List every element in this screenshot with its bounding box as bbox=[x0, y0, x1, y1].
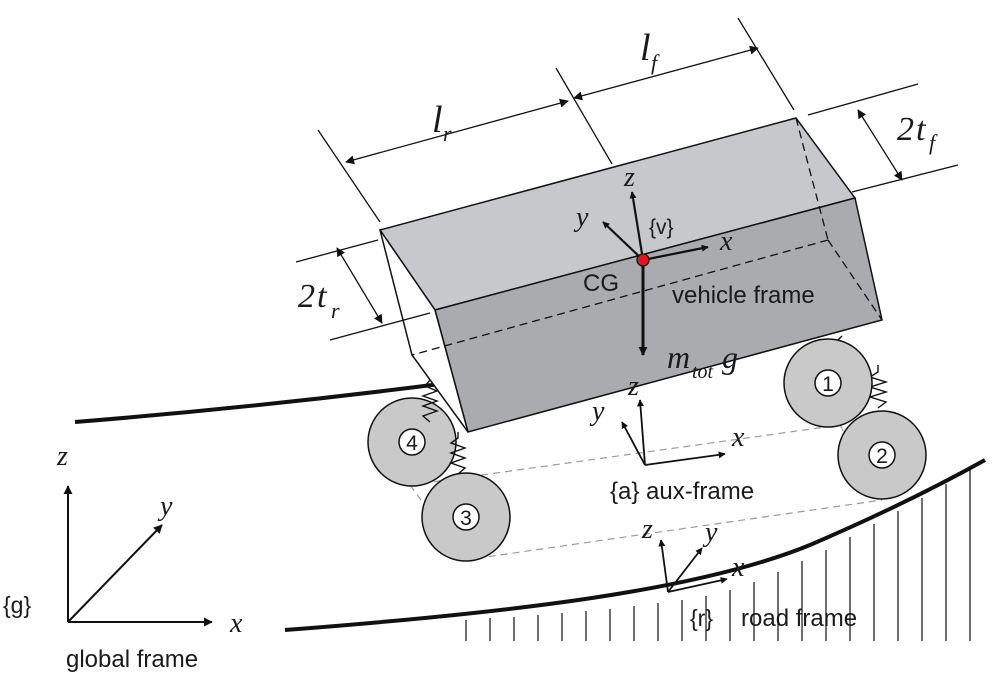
road-upper-curve bbox=[74, 382, 441, 424]
g-axis-z-label: z bbox=[56, 441, 68, 472]
wheel-2: 2 bbox=[837, 410, 927, 500]
vehicle-body bbox=[378, 117, 883, 433]
vehicle-body-side bbox=[379, 229, 469, 433]
svg-text:tot: tot bbox=[692, 361, 714, 383]
wheel-1-label: 1 bbox=[822, 373, 834, 396]
v-axis-x-label: x bbox=[719, 226, 733, 257]
svg-text:r: r bbox=[331, 298, 340, 323]
spring-rear-3 bbox=[448, 432, 468, 475]
a-axis-z-label: z bbox=[627, 371, 639, 402]
road-lower-curve bbox=[284, 458, 986, 632]
cg-point bbox=[636, 253, 650, 267]
cg-label: CG bbox=[583, 270, 619, 297]
svg-text:t: t bbox=[916, 111, 927, 148]
wheel-2-label: 2 bbox=[876, 445, 888, 468]
global-frame-tag: {g} bbox=[3, 592, 31, 618]
svg-text:m: m bbox=[667, 339, 690, 375]
global-frame-axes bbox=[63, 485, 213, 627]
road-frame-label: road frame bbox=[741, 605, 857, 632]
r-axis-z-label: z bbox=[641, 514, 653, 545]
dimension-lr-lf bbox=[317, 17, 795, 223]
svg-text:2: 2 bbox=[298, 278, 315, 315]
spring-rear-4 bbox=[420, 379, 440, 423]
dimension-tf bbox=[807, 83, 959, 193]
v-axis-z-label: z bbox=[623, 162, 635, 193]
svg-text:f: f bbox=[651, 50, 660, 75]
wheel-4-label: 4 bbox=[406, 432, 418, 455]
tf-label: 2 t f bbox=[897, 111, 938, 155]
svg-text:l: l bbox=[432, 99, 443, 141]
vehicle-frame-axes bbox=[602, 191, 709, 262]
a-axis-x-label: x bbox=[731, 422, 745, 453]
r-axis-y-label: y bbox=[702, 517, 718, 548]
wheel-4: 4 bbox=[367, 397, 457, 487]
a-axis-y-label: y bbox=[589, 396, 605, 427]
svg-text:l: l bbox=[640, 27, 651, 69]
r-axis-x-label: x bbox=[731, 552, 745, 583]
wheel-3-label: 3 bbox=[460, 507, 472, 530]
vehicle-frame-tag: {v} bbox=[649, 216, 674, 239]
tr-label: 2 t r bbox=[298, 278, 340, 323]
svg-text:f: f bbox=[929, 130, 938, 155]
global-frame-label: global frame bbox=[66, 646, 198, 673]
svg-text:r: r bbox=[443, 121, 452, 146]
lf-label: l f bbox=[640, 27, 660, 75]
dimension-tr bbox=[295, 239, 431, 341]
wheel-1: 1 bbox=[783, 338, 873, 428]
g-axis-y-label: y bbox=[157, 491, 173, 522]
wheel-3: 3 bbox=[421, 472, 511, 562]
lr-label: l r bbox=[432, 99, 452, 146]
vehicle-frame-label: vehicle frame bbox=[672, 282, 815, 309]
mass-label: m tot g bbox=[667, 339, 738, 383]
svg-text:g: g bbox=[722, 339, 738, 375]
v-axis-y-label: y bbox=[573, 202, 589, 233]
svg-text:2: 2 bbox=[897, 111, 914, 148]
road-frame-tag: {r} bbox=[690, 605, 713, 631]
ground-hatching bbox=[465, 470, 971, 641]
aux-frame-axes bbox=[621, 399, 726, 466]
road-frame-axes bbox=[658, 539, 728, 593]
aux-frame-label: {a} aux-frame bbox=[610, 478, 754, 505]
g-axis-x-label: x bbox=[229, 608, 243, 639]
svg-text:t: t bbox=[317, 278, 328, 315]
